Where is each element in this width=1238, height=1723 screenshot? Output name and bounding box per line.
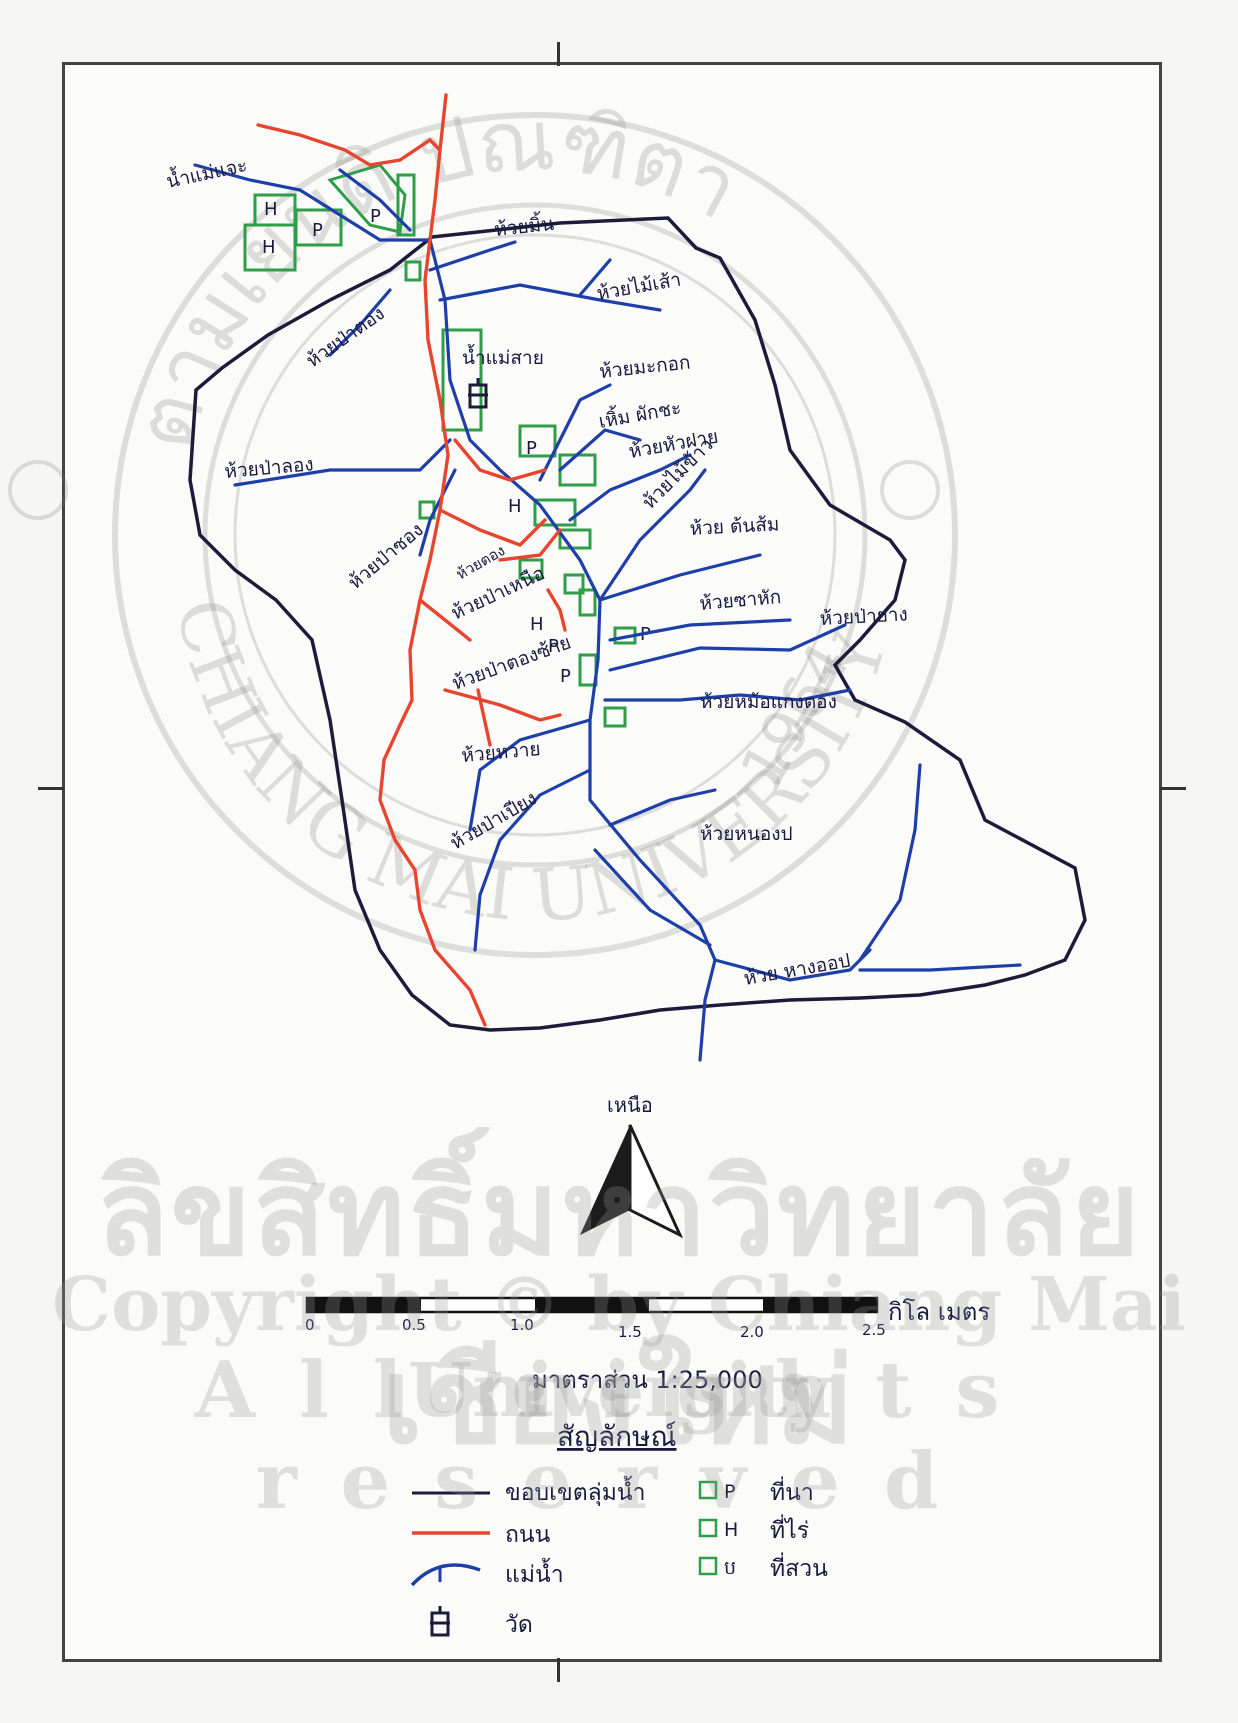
scale-ticks: 0 0.5 1.0 1.5 2.0 2.5 <box>305 1316 886 1341</box>
legend-field-swatch <box>698 1518 718 1538</box>
temple-icon <box>468 378 488 409</box>
label-huai-pak-chi: เหิ้ม ผักชะ <box>597 394 683 433</box>
frame-tick-left <box>38 787 64 790</box>
north-label: เหนือ <box>607 1093 653 1117</box>
legend-field-label: ที่ไร่ <box>770 1514 809 1544</box>
scale-tick-1-5: 1.5 <box>618 1323 642 1341</box>
legend-boundary-label: ขอบเขตลุ่มน้ำ <box>505 1476 646 1506</box>
scale-tick-2-5: 2.5 <box>862 1321 886 1339</box>
field-patch <box>243 223 297 272</box>
legend-temple-icon <box>430 1606 450 1637</box>
scale-tick-0-5: 0.5 <box>402 1316 426 1334</box>
code-paddy: P <box>560 666 571 687</box>
legend-title: สัญลักษณ์ <box>557 1420 677 1453</box>
code-field: H <box>530 614 544 635</box>
label-huai-ma-kok: ห้วยมะกอก <box>598 352 691 383</box>
scale-tick-2-0: 2.0 <box>740 1323 764 1341</box>
paddy-patch <box>558 528 592 550</box>
landuse-patches <box>243 163 637 728</box>
legend-garden-code: ប <box>724 1557 736 1579</box>
code-field: H <box>508 496 522 517</box>
paddy-patch <box>578 588 597 617</box>
frame-tick-right <box>1160 787 1186 790</box>
legend-paddy-swatch <box>698 1480 718 1500</box>
label-huai-pa-tong-sai: ห้วยป่าตองซ้าย <box>449 631 574 694</box>
code-paddy: P <box>370 206 381 227</box>
legend-paddy-code: P <box>724 1481 735 1503</box>
paddy-patch <box>441 328 483 432</box>
legend-road-label: ถนน <box>505 1522 551 1548</box>
legend-temple-label: วัด <box>505 1612 533 1638</box>
rivers <box>193 163 1022 1062</box>
scale-bar <box>305 1296 879 1314</box>
frame-tick-top <box>557 42 560 66</box>
north-arrow-icon <box>580 1124 684 1239</box>
label-huai-pa-tong: ห้วยป่าตอง <box>302 302 388 372</box>
label-huai-mong-kong: ห้วยหม้อแกงตอง <box>700 691 837 713</box>
paddy-patch <box>518 424 557 458</box>
label-huai-hangop: ห้วย หางออป <box>742 950 852 990</box>
watershed-boundary <box>188 216 1087 1032</box>
scale-tick-1-0: 1.0 <box>510 1316 534 1334</box>
label-huai-namop: ห้วยหนองป <box>700 823 793 845</box>
legend-paddy-label: ที่นา <box>770 1476 814 1506</box>
paddy-patch <box>563 573 585 595</box>
map-frame <box>62 62 1162 1662</box>
label-huai-pa-long: ห้วยป่าลอง <box>224 453 315 483</box>
paddy-patch <box>558 453 597 487</box>
code-field: H <box>262 237 276 258</box>
legend-garden-label: ที่สวน <box>770 1552 828 1582</box>
label-nam-mae-sai: น้ำแม่สาย <box>462 344 544 369</box>
legend-garden-swatch <box>698 1556 718 1576</box>
label-huai-hwai: ห้วยหวาย <box>461 738 542 767</box>
code-paddy: P <box>548 636 559 657</box>
scale-ratio: มาตราส่วน 1:25,000 <box>532 1366 763 1394</box>
label-huai-tong: ห้วยตอง <box>453 541 508 583</box>
label-huai-pa-piao: ห้วยป่าเปียง <box>447 787 541 854</box>
paddy-patch <box>518 558 544 580</box>
seal-flower-left <box>8 460 68 520</box>
paddy-patch <box>294 208 343 247</box>
watermark-thai: ลิขสิทธิ์มหาวิทยาลัยเชียงใหม่ <box>96 1143 1142 1470</box>
label-huai-sa-nak: ห้วยซาหัก <box>699 586 783 615</box>
paddy-patch <box>578 653 598 687</box>
legend-river-label: แม่น้ำ <box>505 1558 564 1588</box>
watermark-rights: All rights reserved <box>194 1345 1044 1527</box>
scale-unit: กิโล เมตร <box>888 1298 990 1326</box>
label-huai-ton-som: ห้วย ต้นส้ม <box>689 513 780 540</box>
code-paddy: P <box>312 220 323 241</box>
paddy-patch <box>396 173 416 237</box>
legend-field-code: H <box>724 1519 738 1541</box>
scale-tick-0: 0 <box>305 1316 315 1334</box>
code-paddy: P <box>526 438 537 459</box>
garden-patch <box>603 706 627 728</box>
watermark-seal <box>8 112 958 958</box>
watermark-copyright: Copyright © by Chiang Mai University <box>52 1262 1186 1434</box>
roads <box>256 93 567 1027</box>
seal-flower-right <box>880 460 940 520</box>
code-field: H <box>264 199 278 220</box>
label-huai-pa-song: ห้วยป่าซอง <box>344 519 428 594</box>
paddy-patch <box>327 163 407 234</box>
label-huai-mai-sao: ห้วยไม้เส้า <box>595 268 683 304</box>
paddy-patch <box>404 260 422 282</box>
frame-tick-bottom <box>557 1658 560 1682</box>
label-huai-pa-yang: ห้วยป่ายาง <box>819 603 908 630</box>
label-nam-mae-cham: น้ำแม่แจะ <box>164 151 249 193</box>
legend-river-swatch <box>410 1563 481 1587</box>
